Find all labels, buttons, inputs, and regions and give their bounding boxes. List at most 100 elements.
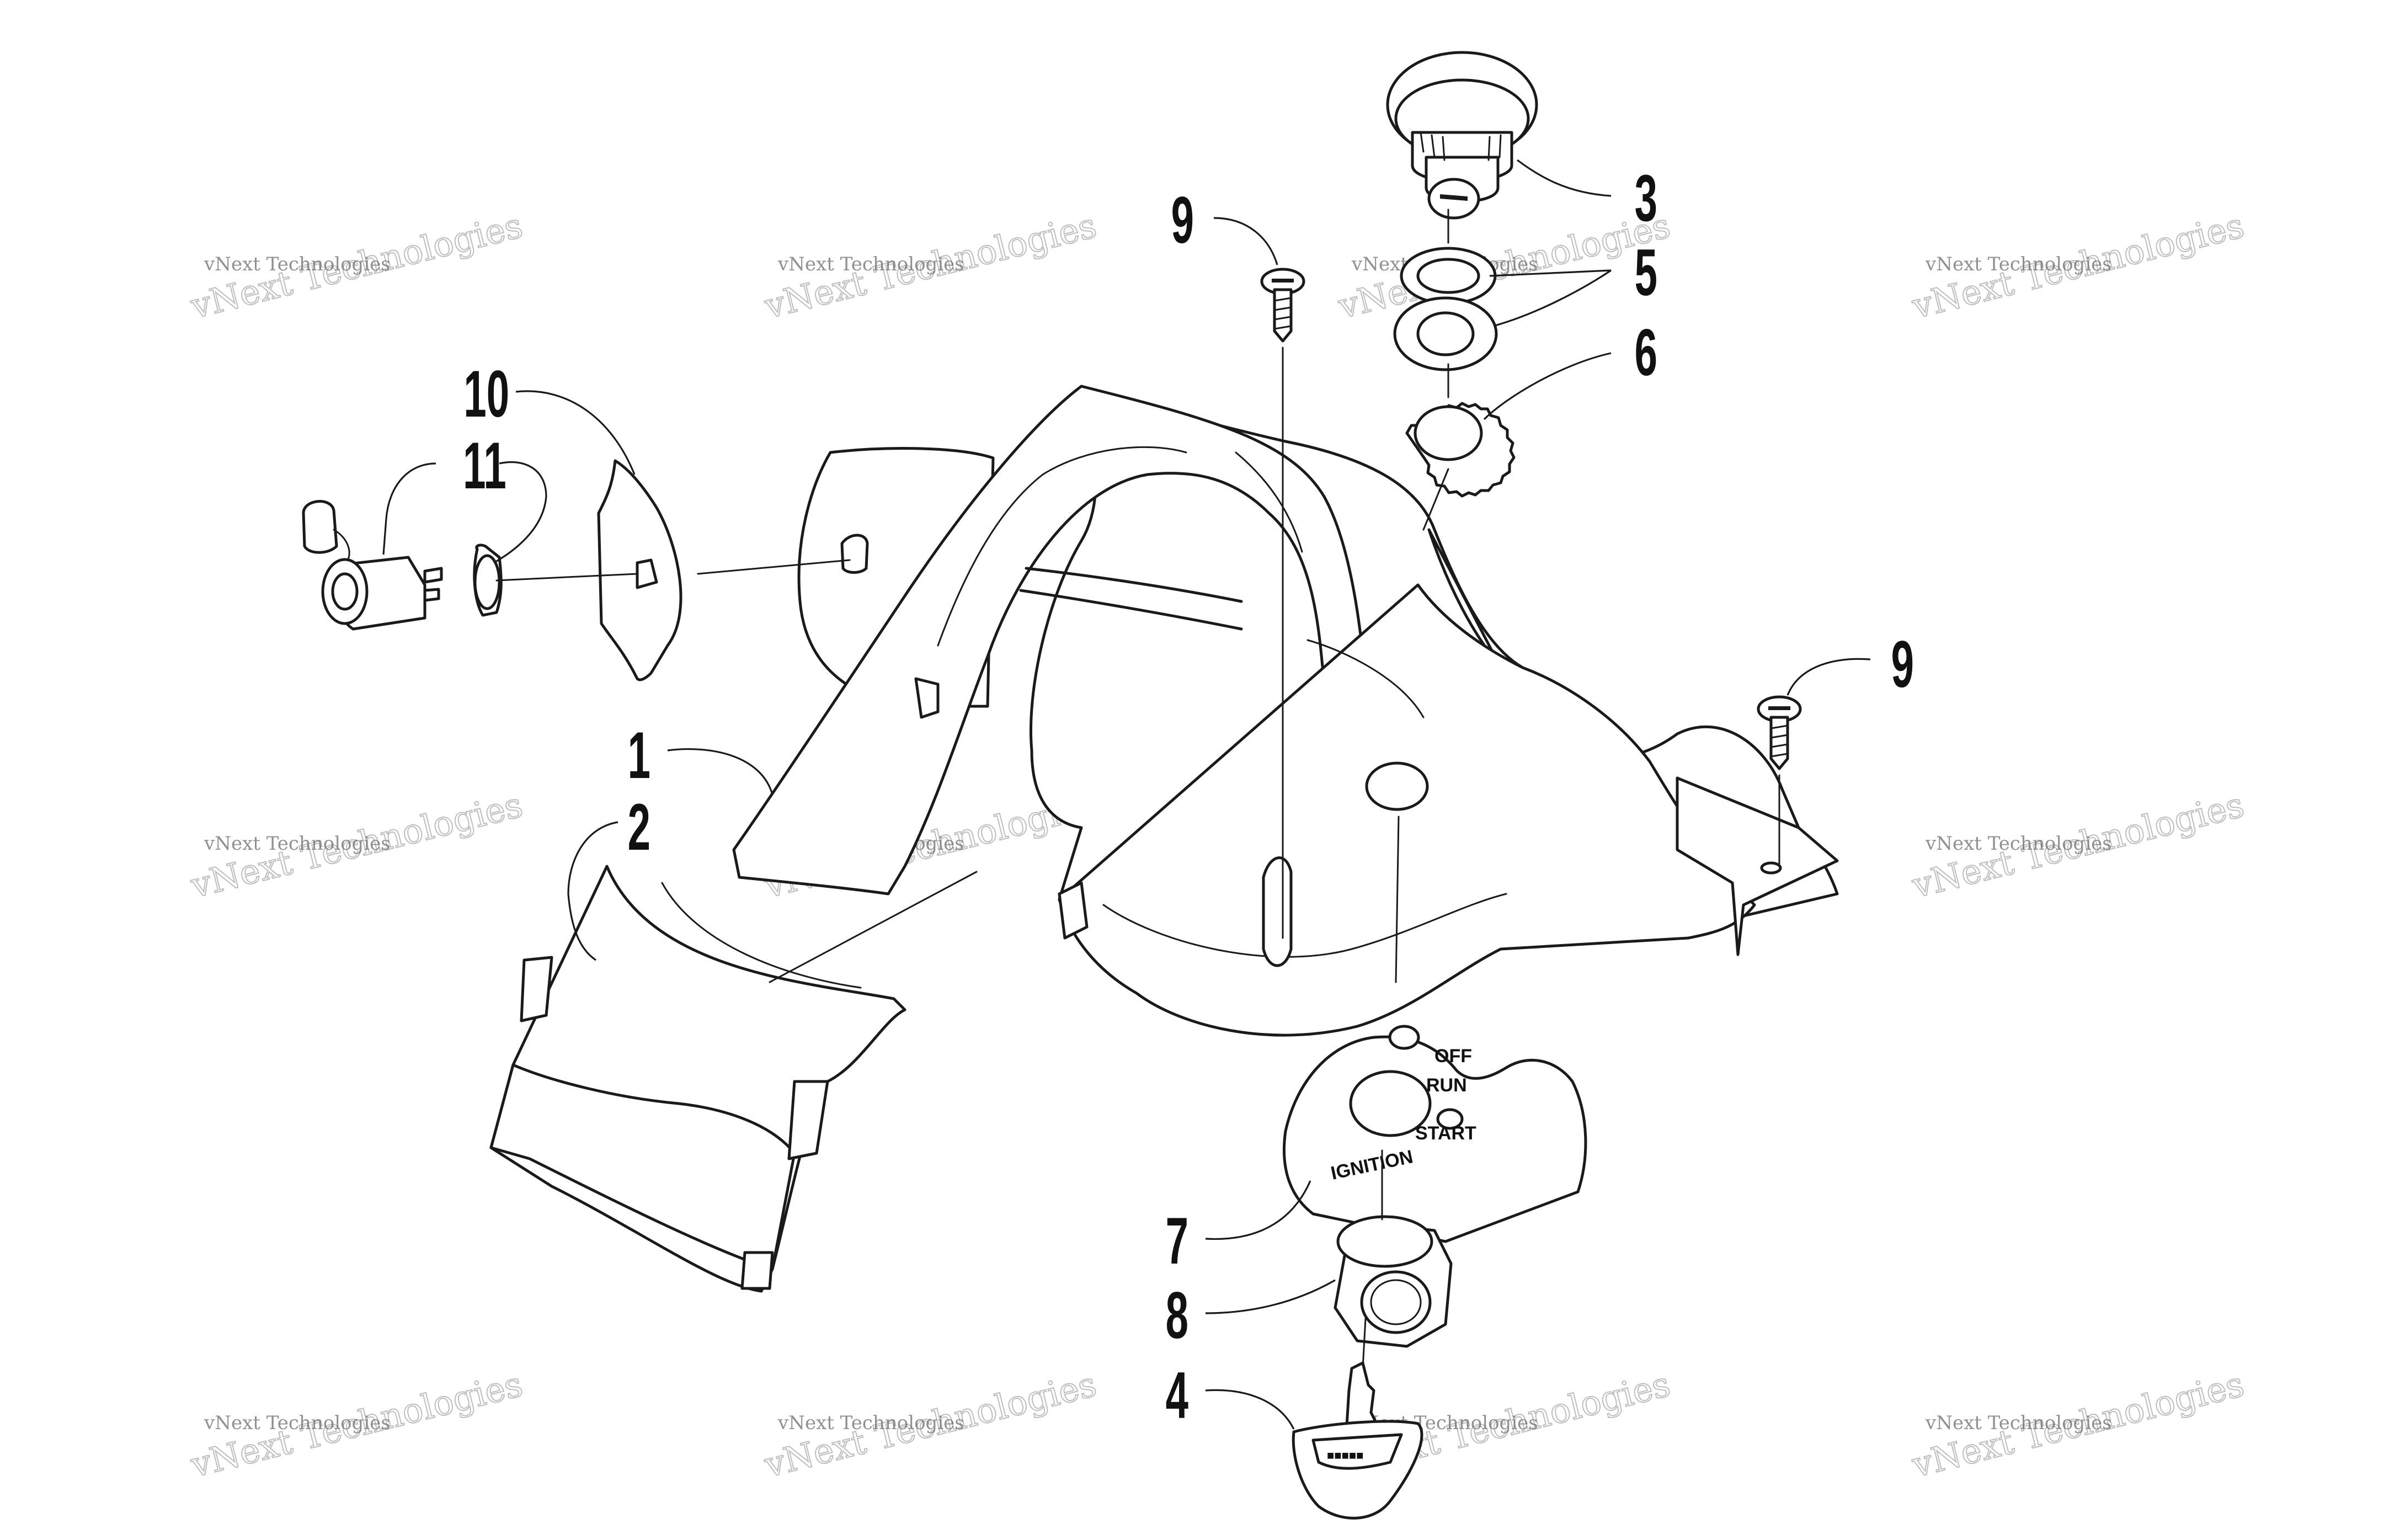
hex-nut	[1334, 1149, 1453, 1370]
ignition-switch-ribs	[1420, 131, 1502, 161]
assembly-line	[1362, 1318, 1367, 1370]
ignition-switch	[1386, 51, 1538, 220]
lock-washer-hole	[1414, 405, 1483, 461]
housing-notch-tab	[914, 677, 940, 719]
callout-5: 5	[1635, 236, 1657, 310]
outlet-terminal	[423, 588, 440, 602]
steering-housing	[732, 385, 1839, 1037]
leader-10	[515, 390, 636, 475]
watermark: vNext Technologies vNext Technologies	[1334, 205, 1674, 327]
assembly-line	[697, 559, 851, 575]
screw-left	[1260, 268, 1305, 939]
plate-label-run: RUN	[1426, 1075, 1467, 1096]
leader-3	[1517, 159, 1612, 197]
assembly-line	[769, 871, 978, 983]
power-outlet-assembly	[302, 459, 851, 681]
callout-9-right: 9	[1891, 628, 1914, 701]
watermark-small-text: vNext Technologies	[777, 253, 964, 275]
leader-5b	[1495, 269, 1612, 327]
outlet-terminal	[423, 567, 443, 584]
leader-9a	[1213, 217, 1278, 265]
housing-contour	[1102, 893, 1507, 958]
ignition-plate: OFF RUN START IGNITION	[1283, 816, 1587, 1243]
assembly-line	[1395, 816, 1400, 983]
plate-label-off: OFF	[1434, 1046, 1472, 1067]
lower-cover-tab	[787, 1080, 829, 1160]
leader-5	[1489, 269, 1612, 277]
washers	[1393, 209, 1516, 531]
screw-right	[1757, 695, 1802, 865]
lower-cover-edge	[661, 882, 862, 989]
ignition-switch-keyway	[1440, 194, 1468, 201]
callouts: 1 2 3 4 5 6 7 8 9 9 10 11	[463, 162, 1914, 1432]
key-logo	[1311, 1433, 1403, 1470]
watermark-small-text: vNext Technologies	[204, 253, 391, 275]
callout-2: 2	[628, 791, 650, 864]
leader-7	[1205, 1180, 1311, 1240]
watermark-small-text: vNext Technologies	[1925, 833, 2112, 855]
lower-cover	[489, 865, 978, 1293]
watermark: vNext Technologies vNext Technologies	[1907, 205, 2248, 327]
watermark-small-text: vNext Technologies	[204, 1412, 391, 1434]
lower-cover-tab	[740, 1251, 774, 1290]
watermark-small-text: vNext Technologies	[1925, 253, 2112, 275]
leader-lines	[382, 159, 1871, 1430]
screw-head-recess	[1272, 279, 1294, 283]
leader-11b	[382, 462, 436, 555]
leader-6	[1483, 352, 1612, 420]
callout-7: 7	[1166, 1205, 1188, 1278]
screw-head-recess	[1768, 706, 1790, 710]
hex-nut-thread-ring	[1370, 1279, 1422, 1325]
screw-thread	[1273, 297, 1292, 330]
washer-ring-inner	[1416, 258, 1480, 294]
callout-1: 1	[628, 719, 650, 792]
lower-cover-tab	[520, 956, 553, 1022]
assembly-line	[495, 573, 638, 582]
washer-flat-hole	[1416, 311, 1475, 356]
leader-9b	[1786, 658, 1871, 696]
leader-2	[567, 821, 618, 961]
screw-shank	[1769, 716, 1789, 770]
ignition-key: ■■■■■	[1292, 1361, 1423, 1520]
callout-9-top: 9	[1171, 184, 1194, 257]
watermark: vNext Technologies vNext Technologies	[1907, 784, 2248, 907]
leader-4	[1205, 1389, 1295, 1430]
housing-lower-body	[1058, 583, 1756, 1037]
callout-6: 6	[1635, 316, 1657, 390]
lower-cover-front	[489, 1063, 796, 1271]
leader-8	[1205, 1279, 1336, 1314]
key-blade	[1345, 1361, 1378, 1436]
housing-inner-channel	[1019, 589, 1243, 631]
watermark-small-text: vNext Technologies	[204, 833, 391, 855]
screw-thread	[1770, 724, 1789, 758]
housing-inner-arch-line	[937, 446, 1187, 647]
watermark: vNext Technologies vNext Technologies	[760, 1363, 1101, 1486]
callout-11: 11	[463, 429, 506, 503]
ignition-plate-key-hole	[1349, 1070, 1432, 1137]
assembly-line	[1422, 468, 1449, 531]
outlet-plate-hole	[636, 558, 658, 589]
housing-ignition-hole	[1365, 761, 1429, 811]
callout-8: 8	[1166, 1279, 1188, 1352]
watermark: vNext Technologies vNext Technologies	[760, 205, 1101, 327]
housing-slot	[1262, 856, 1293, 967]
housing-inner-channel	[1025, 567, 1243, 603]
callout-10: 10	[463, 358, 509, 431]
key-head	[1292, 1420, 1423, 1520]
leader-11	[493, 461, 547, 564]
watermark: vNext Technologies vNext Technologies	[186, 1363, 527, 1486]
housing-screw-hole	[1760, 861, 1782, 875]
watermark: vNext Technologies vNext Technologies	[1907, 1363, 2248, 1486]
indicator-light	[1436, 1108, 1464, 1130]
indicator-light	[1388, 1025, 1420, 1050]
watermark-small-text: vNext Technologies	[1925, 1412, 2112, 1434]
outlet-socket-opening	[331, 572, 359, 611]
watermark: vNext Technologies vNext Technologies	[186, 205, 527, 327]
callout-4: 4	[1166, 1359, 1188, 1432]
housing-right-flange	[1676, 776, 1839, 956]
key-logo-mark: ■■■■■	[1327, 1448, 1363, 1462]
watermark: vNext Technologies vNext Technologies	[186, 784, 527, 907]
hex-nut-face	[1336, 1215, 1433, 1268]
leader-1	[667, 748, 774, 795]
